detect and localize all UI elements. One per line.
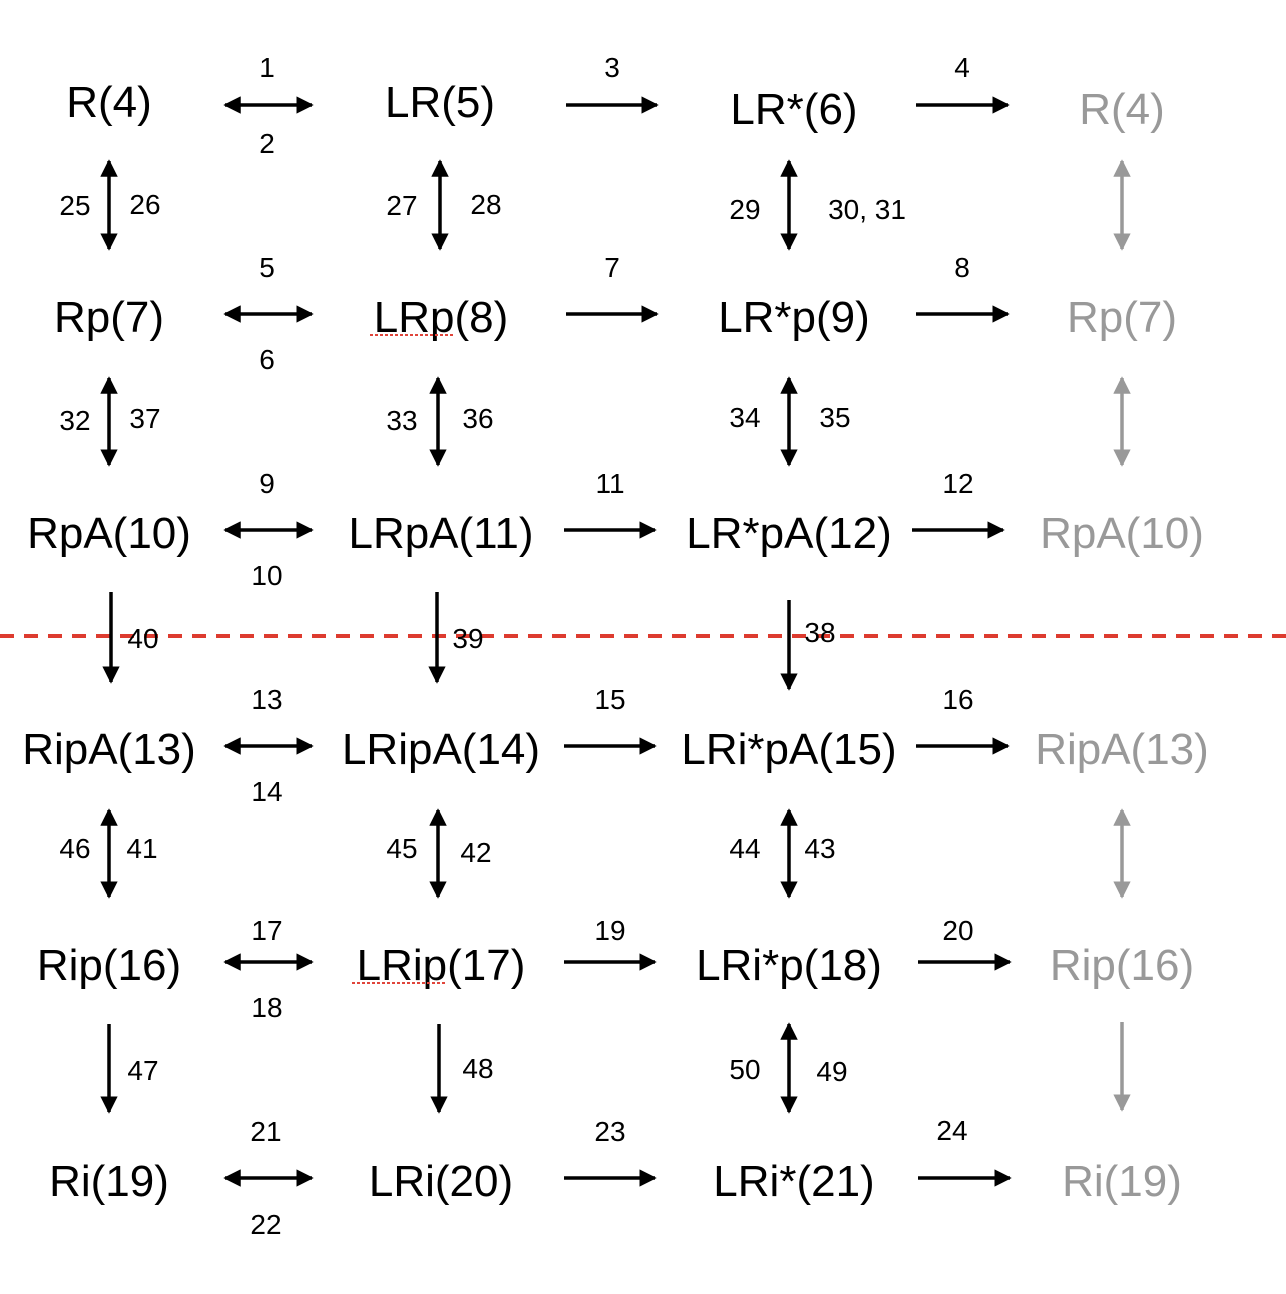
label-6: 6 [259, 344, 275, 375]
label-48: 48 [462, 1053, 493, 1084]
label-43: 43 [804, 833, 835, 864]
label-7: 7 [604, 252, 620, 283]
node-Ri19-repeat: Ri(19) [1062, 1157, 1182, 1206]
node-LR5: LR(5) [385, 78, 495, 127]
node-LRispA15: LRi*pA(15) [681, 725, 896, 774]
node-LRi20: LRi(20) [369, 1157, 513, 1206]
label-5: 5 [259, 252, 275, 283]
label-19: 19 [594, 915, 625, 946]
node-LRsp9: LR*p(9) [718, 293, 870, 342]
label-49: 49 [816, 1056, 847, 1087]
label-17: 17 [251, 915, 282, 946]
label-23: 23 [594, 1116, 625, 1147]
label-18: 18 [251, 992, 282, 1023]
label-25: 25 [59, 190, 90, 221]
label-3: 3 [604, 52, 620, 83]
node-LRipA14: LRipA(14) [342, 725, 540, 774]
label-26: 26 [129, 189, 160, 220]
label-46: 46 [59, 833, 90, 864]
label-47: 47 [127, 1055, 158, 1086]
label-33: 33 [386, 405, 417, 436]
label-40: 40 [127, 623, 158, 654]
label-38: 38 [804, 617, 835, 648]
label-39: 39 [452, 623, 483, 654]
label-44: 44 [729, 833, 760, 864]
label-15: 15 [594, 684, 625, 715]
label-35: 35 [819, 402, 850, 433]
label-11: 11 [595, 468, 624, 499]
label-16: 16 [942, 684, 973, 715]
label-27: 27 [386, 190, 417, 221]
node-RipA13-repeat: RipA(13) [1035, 725, 1209, 774]
node-LRis21: LRi*(21) [713, 1157, 874, 1206]
label-34: 34 [729, 402, 760, 433]
label-24: 24 [936, 1115, 967, 1146]
label-50: 50 [729, 1054, 760, 1085]
label-1: 1 [259, 52, 275, 83]
label-28: 28 [470, 189, 501, 220]
label-30-31: 30, 31 [828, 194, 906, 225]
node-LRip17: LRip(17) [357, 941, 526, 990]
node-Ri19: Ri(19) [49, 1157, 169, 1206]
node-LRspA12: LR*pA(12) [686, 509, 891, 558]
node-Rip16-repeat: Rip(16) [1050, 941, 1194, 990]
node-LRs6: LR*(6) [730, 85, 857, 134]
label-22: 22 [250, 1209, 281, 1240]
node-Rip16: Rip(16) [37, 941, 181, 990]
label-8: 8 [954, 252, 970, 283]
label-12: 12 [942, 468, 973, 499]
label-13: 13 [251, 684, 282, 715]
node-LRpA11: LRpA(11) [348, 509, 533, 558]
label-20: 20 [942, 915, 973, 946]
node-LRp8: LRp(8) [374, 293, 509, 342]
node-RpA10-repeat: RpA(10) [1040, 509, 1204, 558]
label-21: 21 [250, 1116, 281, 1147]
label-10: 10 [251, 560, 282, 591]
label-29: 29 [729, 194, 760, 225]
node-Rp7-repeat: Rp(7) [1067, 293, 1177, 342]
label-32: 32 [59, 405, 90, 436]
label-14: 14 [251, 776, 282, 807]
label-9: 9 [259, 468, 275, 499]
node-RipA13: RipA(13) [22, 725, 196, 774]
label-41: 41 [126, 833, 157, 864]
label-42: 42 [460, 837, 491, 868]
node-RpA10: RpA(10) [27, 509, 191, 558]
label-36: 36 [462, 403, 493, 434]
node-R4-repeat: R(4) [1079, 85, 1165, 134]
node-LRisp18: LRi*p(18) [696, 941, 882, 990]
label-45: 45 [386, 833, 417, 864]
node-Rp7: Rp(7) [54, 293, 164, 342]
node-R4: R(4) [66, 78, 152, 127]
label-2: 2 [259, 128, 275, 159]
label-4: 4 [954, 52, 970, 83]
label-37: 37 [129, 403, 160, 434]
